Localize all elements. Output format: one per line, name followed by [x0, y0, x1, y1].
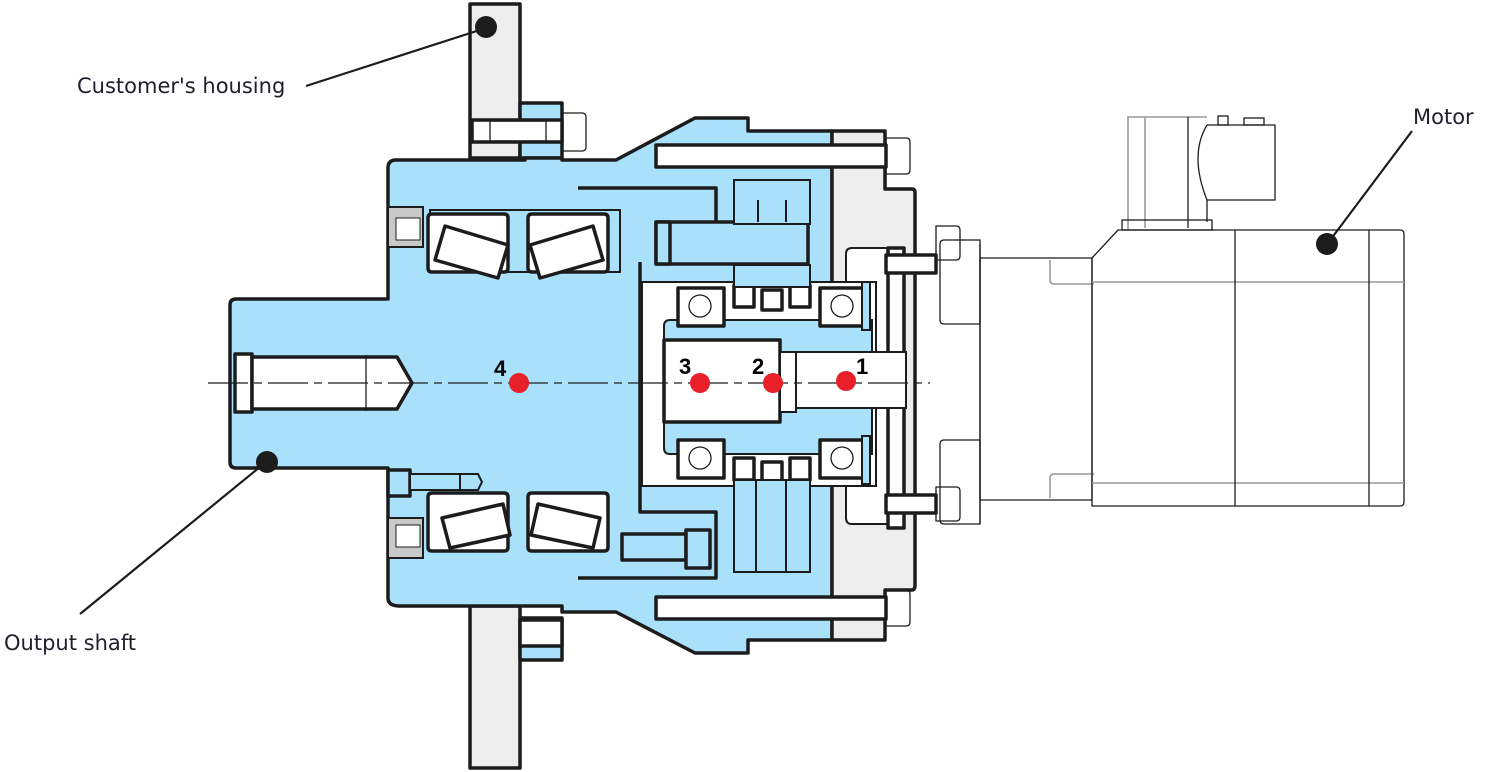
planetary-stage — [641, 179, 907, 573]
customers-housing-label: Customer's housing — [77, 74, 285, 98]
motor-label: Motor — [1413, 105, 1474, 129]
tapered-bearing-top-right — [526, 212, 610, 280]
motor — [939, 115, 1405, 525]
callout-dot — [256, 451, 278, 473]
customers-housing-plate — [468, 2, 587, 770]
measurement-point-3-dot — [690, 373, 710, 393]
tapered-bearing-bottom-left — [426, 491, 512, 553]
ball-bearing-top-right — [818, 281, 871, 331]
shaft-seal-top — [387, 206, 424, 248]
output-shaft-label: Output shaft — [4, 631, 136, 655]
callout-customers-housing: Customer's housing — [77, 16, 497, 98]
measurement-point-1-label: 1 — [856, 354, 868, 379]
measurement-point-4: 4 — [494, 356, 529, 393]
measurement-point-4-dot — [509, 373, 529, 393]
gearbox-housing — [228, 116, 834, 655]
callout-output-shaft: Output shaft — [4, 451, 278, 655]
measurement-point-1-dot — [836, 371, 856, 391]
tapered-bearing-bottom-right — [526, 491, 610, 553]
measurement-point-2: 2 — [752, 354, 783, 393]
measurement-point-4-label: 4 — [494, 356, 507, 381]
ball-bearing-top-left — [676, 286, 726, 328]
ball-bearing-bottom-left — [676, 438, 726, 480]
measurement-point-3: 3 — [679, 354, 710, 393]
measurement-point-1: 1 — [836, 354, 868, 391]
callout-dot — [475, 16, 497, 38]
ball-bearing-bottom-right — [818, 435, 871, 485]
tapered-bearing-top-left — [426, 212, 510, 280]
shaft-seal-bottom — [387, 517, 424, 559]
callout-dot — [1316, 233, 1338, 255]
measurement-point-3-label: 3 — [679, 354, 691, 379]
callout-motor: Motor — [1316, 105, 1474, 255]
measurement-point-2-dot — [763, 373, 783, 393]
measurement-point-2-label: 2 — [752, 354, 764, 379]
